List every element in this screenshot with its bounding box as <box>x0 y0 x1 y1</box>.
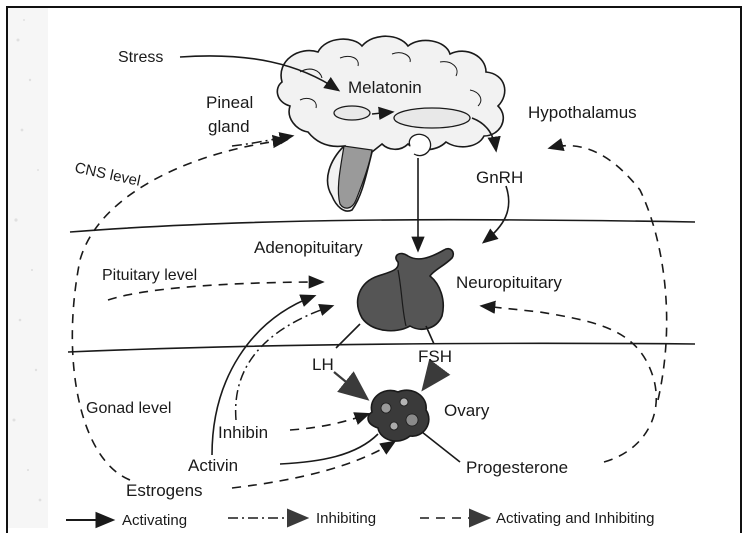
divider-pituitary-gonad <box>68 343 695 352</box>
legend-activating-label: Activating <box>122 512 187 529</box>
label-ovary: Ovary <box>444 401 490 420</box>
dashdot-connections <box>232 136 332 420</box>
dashed-progesterone-loop <box>482 306 656 462</box>
label-estrogens: Estrogens <box>126 481 203 500</box>
label-melatonin: Melatonin <box>348 78 422 97</box>
legend: Activating Inhibiting Activating and Inh… <box>66 510 654 529</box>
legend-inhibiting: Inhibiting <box>228 510 376 527</box>
line-ovary-progesterone <box>422 432 460 462</box>
line-activin <box>280 434 378 464</box>
ovary-illustration <box>368 390 429 441</box>
pituitary-illustration <box>358 249 454 331</box>
legend-activating-inhibiting: Activating and Inhibiting <box>420 510 654 527</box>
label-stress: Stress <box>118 49 163 66</box>
arrow-fsh-ovary <box>424 372 436 388</box>
label-pituitary-level: Pituitary level <box>102 267 197 284</box>
label-gland: gland <box>208 117 250 136</box>
arrow-gnrh-pituitary <box>484 186 509 242</box>
label-adenopituitary: Adenopituitary <box>254 238 363 257</box>
dashed-right-hypothalamus <box>550 146 667 400</box>
dashed-estrogens-ovary <box>232 442 394 488</box>
label-inhibin: Inhibin <box>218 423 268 442</box>
label-fsh: FSH <box>418 347 452 366</box>
dashed-inhibin-ovary <box>290 414 368 430</box>
legend-activating-inhibiting-label: Activating and Inhibiting <box>496 510 654 527</box>
label-cns-level: CNS level <box>73 159 142 189</box>
label-pineal: Pineal <box>206 93 253 112</box>
dashed-estrogens-pituitary <box>108 282 322 300</box>
divider-cns-pituitary <box>70 220 695 232</box>
legend-inhibiting-label: Inhibiting <box>316 510 376 527</box>
label-progesterone: Progesterone <box>466 458 568 477</box>
label-gonad-level: Gonad level <box>86 400 171 417</box>
arrow-lh-ovary <box>334 372 366 398</box>
legend-activating: Activating <box>66 512 187 529</box>
label-gnrh: GnRH <box>476 168 523 187</box>
brain-illustration <box>277 36 504 211</box>
label-activin: Activin <box>188 456 238 475</box>
label-neuropituitary: Neuropituitary <box>456 273 562 292</box>
scan-texture <box>8 8 48 528</box>
line-pituitary-fsh <box>426 326 434 344</box>
label-hypothalamus: Hypothalamus <box>528 103 637 122</box>
label-lh: LH <box>312 355 334 374</box>
